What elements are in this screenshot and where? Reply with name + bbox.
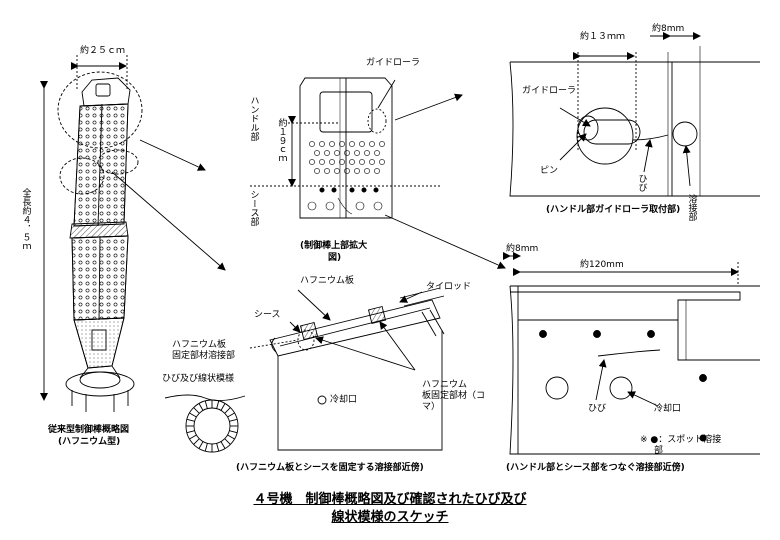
upper-caption-1: (制御棒上部拡大 [300, 241, 368, 251]
rod-caption-1: 従来型制御棒概略図 [48, 425, 130, 435]
vent-hole [314, 150, 320, 156]
hf-fix-label-3: マ） [422, 402, 441, 412]
ring-segment [216, 443, 220, 452]
vent-hole [344, 150, 350, 156]
vent-hole [349, 159, 355, 165]
vent-hole [359, 141, 365, 147]
vent-hole [324, 150, 330, 156]
ring-segment [204, 443, 208, 452]
guide-roller-detail [509, 32, 760, 197]
upper-caption-2: 図) [328, 253, 342, 263]
crack-line-label: ひび及び線状模様 [162, 374, 235, 384]
ring-segment [224, 438, 231, 445]
ring-segment [227, 412, 235, 418]
ring-segment [224, 407, 231, 414]
cooling-hole-label-2: 冷却口 [654, 404, 682, 414]
ring-segment [229, 418, 238, 422]
ring-segment [204, 400, 208, 409]
vent-hole [374, 168, 380, 174]
pin-label: ピン [540, 166, 559, 176]
spot-weld-note: ※ ●：スポット溶接 [640, 435, 722, 445]
hafnium-sheath-detail [164, 287, 445, 453]
vent-hole [324, 168, 330, 174]
vent-hole [334, 168, 340, 174]
handle-sheath-joint-detail [503, 252, 760, 455]
vent-hole [369, 141, 375, 147]
vent-hole [354, 168, 360, 174]
rod-caption-2: (ハフニウム型) [58, 437, 121, 447]
vent-hole [369, 159, 375, 165]
dim-120mm-label: 約120mm [580, 260, 624, 270]
sheath-label: シース部 [248, 190, 259, 226]
vent-hole [319, 141, 325, 147]
vent-hole [354, 150, 360, 156]
sheath-label-detail: シース [254, 310, 281, 320]
vent-hole [379, 159, 385, 165]
vent-hole [329, 159, 335, 165]
hf-fix-label-1: ハフニウム [422, 380, 468, 390]
rod-length-label: 全長約４．５ｍ [20, 188, 31, 251]
vent-hole [339, 141, 345, 147]
ring-segment [193, 407, 200, 414]
dim-13mm-label: 約１３ｍｍ [580, 32, 626, 42]
fix-weld-label-2: 固定部材溶接部 [172, 351, 236, 361]
vent-hole [349, 141, 355, 147]
vent-hole [319, 159, 325, 165]
ring-segment [189, 434, 197, 440]
ring-segment [220, 403, 226, 411]
ring-segment [189, 412, 197, 418]
vent-hole [309, 159, 315, 165]
vent-hole [364, 150, 370, 156]
weld-label: 溶接部 [686, 194, 697, 221]
dim-8mm-lower-label: 約8mm [506, 244, 539, 254]
dim-8mm-top-label: 約8mm [652, 24, 685, 34]
crack-label-handle: ひび [636, 174, 647, 192]
crack-label-joint: ひび [588, 404, 607, 414]
vent-hole [364, 168, 370, 174]
control-rod-overview [40, 55, 143, 412]
hf-plate-label: ハフニウム板 [300, 276, 355, 286]
figure-title-line-2: 線状模様のスケッチ [331, 510, 449, 525]
joint-caption: (ハンドル部とシース部をつなぐ溶接部近傍) [506, 463, 685, 473]
rod-width-label: 約２５ｃｍ [80, 46, 126, 56]
ring-segment [198, 441, 204, 449]
upper-guide-roller-label: ガイドローラ [366, 58, 421, 68]
ring-segment [227, 434, 235, 440]
ring-segment [220, 441, 226, 449]
fix-weld-label-1: ハフニウム板 [172, 340, 227, 350]
vent-hole [379, 141, 385, 147]
handle-label: ハンドル部 [248, 96, 259, 141]
guide-roller-label: ガイドローラ [522, 86, 577, 96]
vent-hole [329, 141, 335, 147]
vent-hole [344, 168, 350, 174]
ring-segment [198, 403, 204, 411]
upper-part-enlarged [250, 77, 440, 219]
vent-hole [359, 159, 365, 165]
vent-hole [314, 168, 320, 174]
upper-part-holes [307, 141, 385, 215]
hf-fix-label-2: 板固定部材（コ [422, 391, 486, 401]
ring-segment [193, 438, 200, 445]
tie-rod-label: タイロッド [426, 282, 472, 292]
hafnium-caption: (ハフニウム板とシースを固定する溶接部近傍) [236, 463, 424, 473]
ring-segment [229, 430, 238, 434]
ring-segment [186, 430, 195, 434]
guide-roller-caption: (ハンドル部ガイドローラ取付部) [546, 205, 681, 215]
figure-title-line-1: ４号機 制御棒概略図及び確認されたひび及び [253, 492, 527, 507]
spot-weld-note-2: 部 [654, 446, 664, 456]
ring-segment [186, 418, 195, 422]
vent-hole [339, 159, 345, 165]
vent-hole [334, 150, 340, 156]
upper-dim-label: 約１９ｃｍ [276, 118, 287, 163]
vent-hole [374, 150, 380, 156]
cooling-hole-label-1: 冷却口 [330, 395, 358, 405]
ring-segment [216, 400, 220, 409]
vent-hole [309, 141, 315, 147]
connector-arrows [111, 93, 506, 271]
